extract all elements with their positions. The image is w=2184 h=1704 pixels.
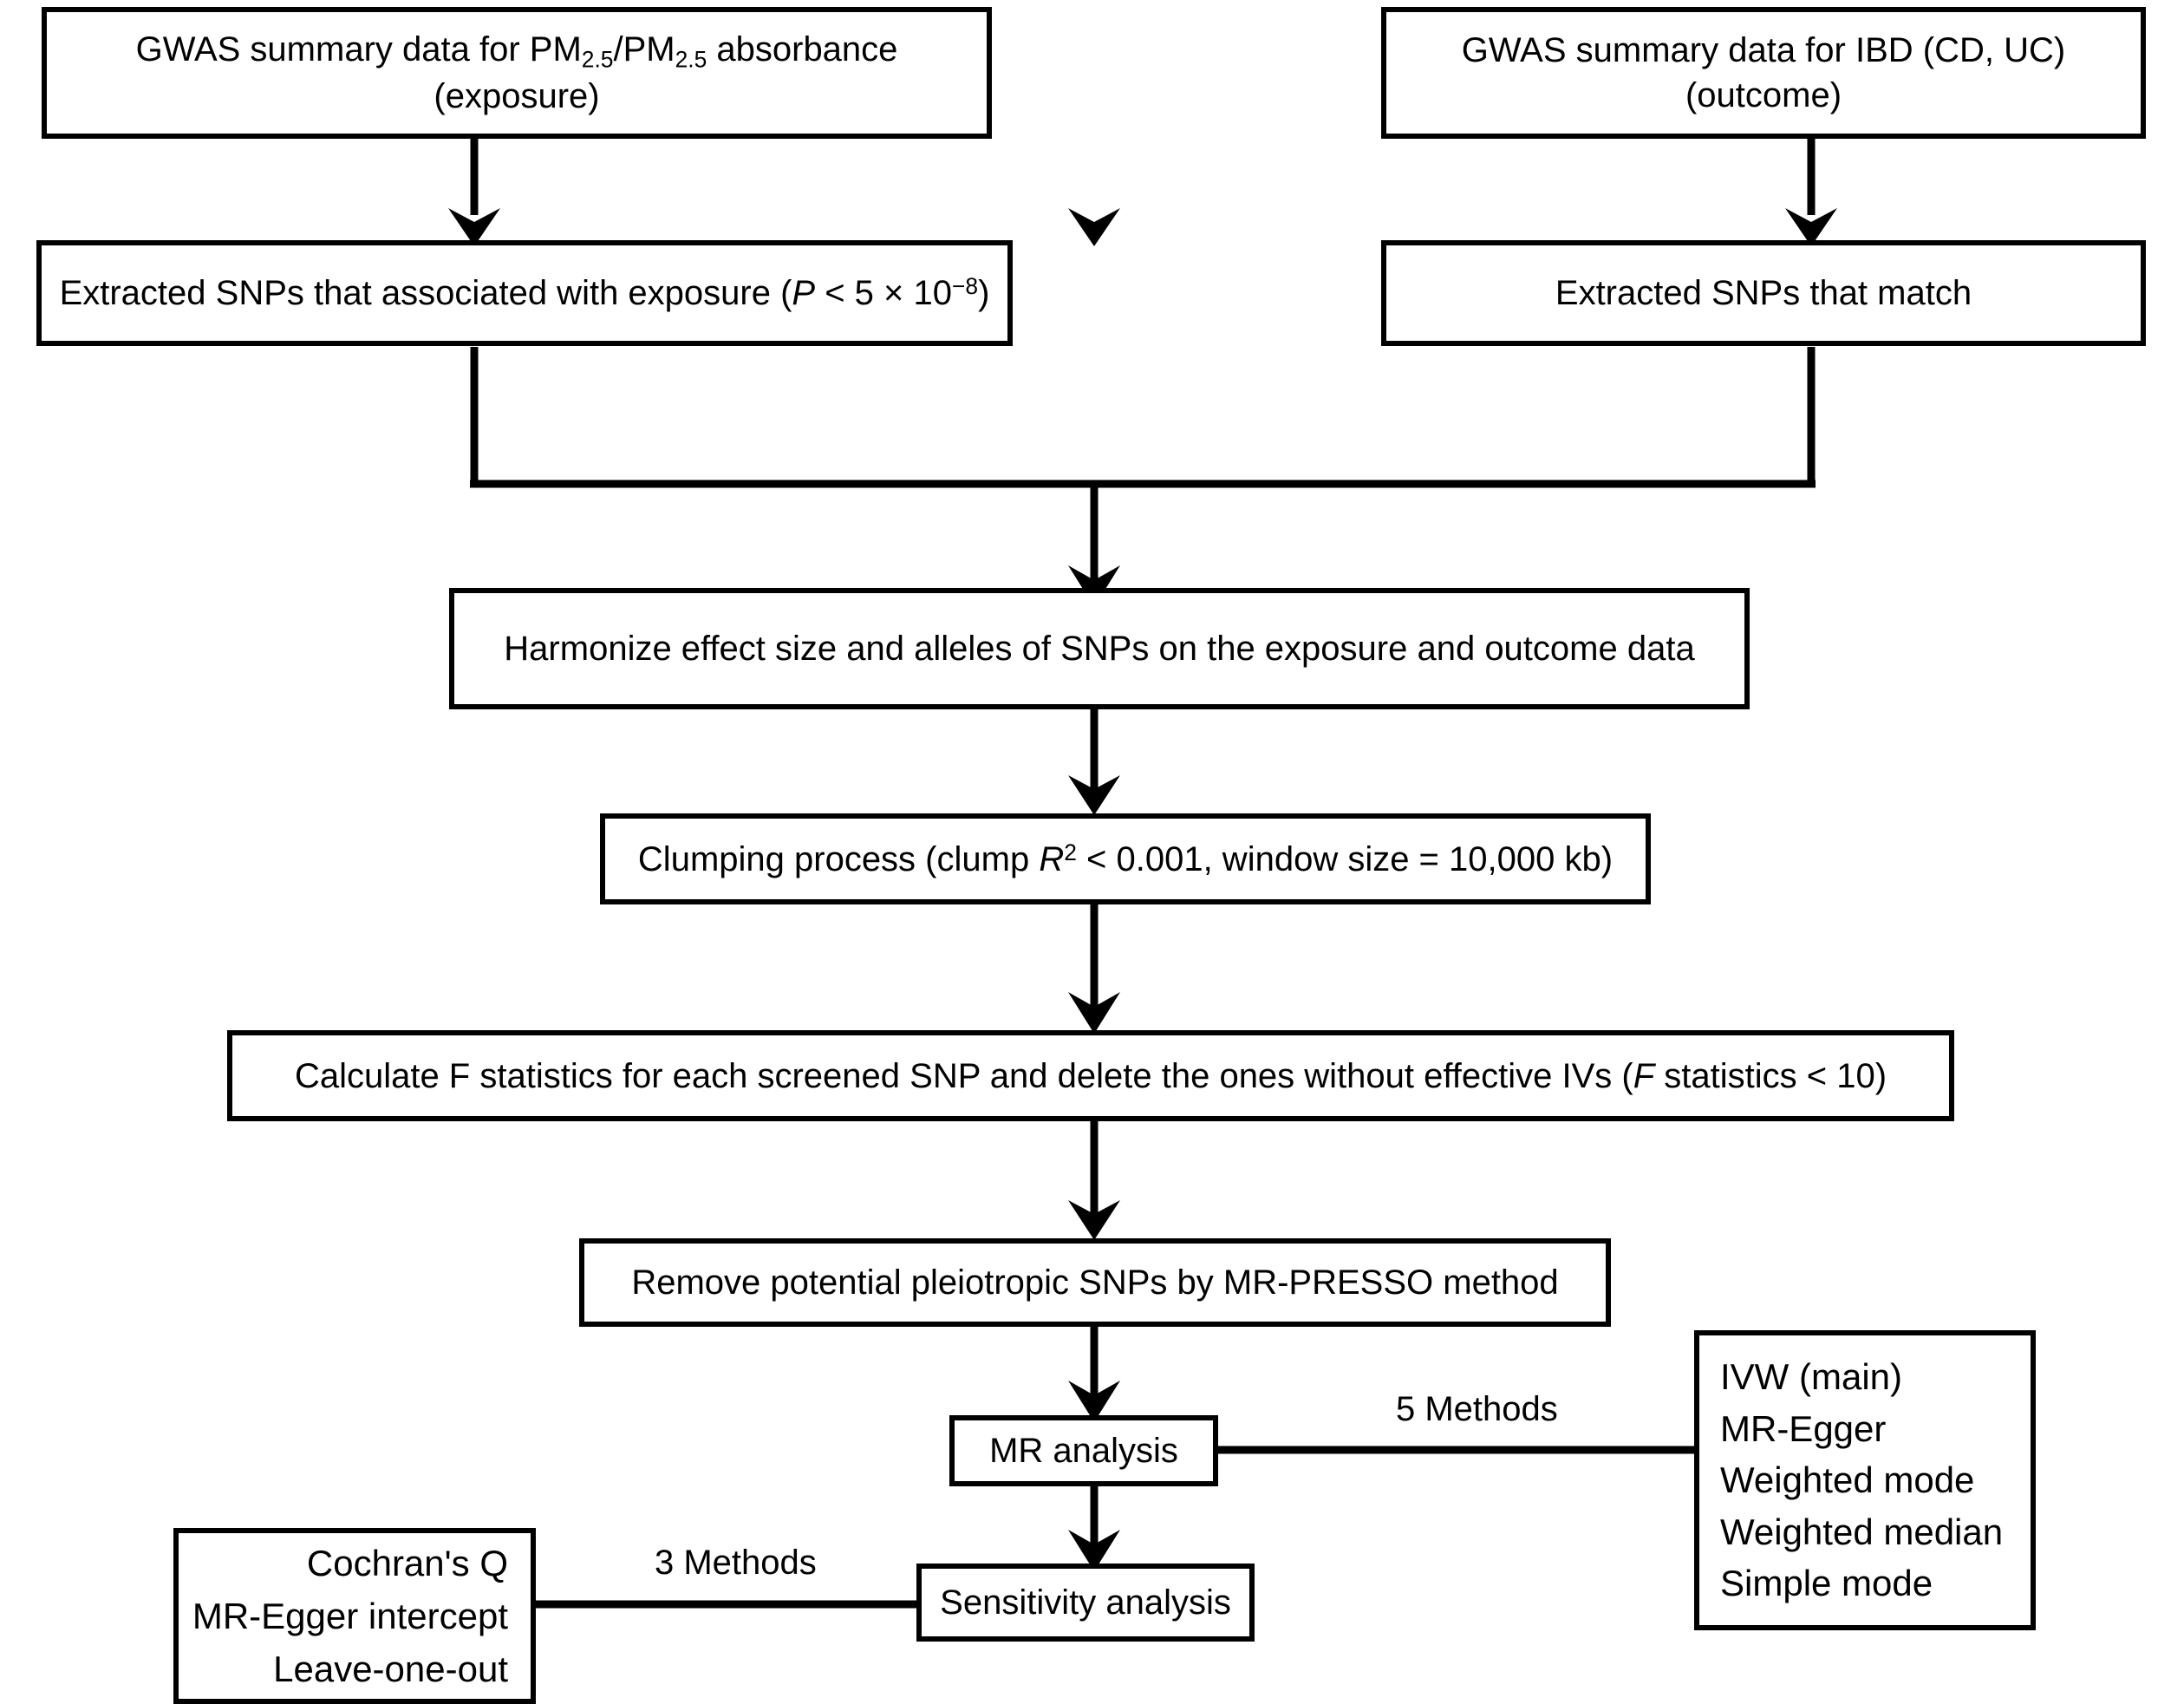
arrowhead-exposure	[1068, 208, 1120, 246]
arrowhead-f-statistics	[1068, 992, 1120, 1034]
edge-label-3-methods: 3 Methods	[646, 1544, 825, 1583]
node-extract-exposure-snps[interactable]: Extracted SNPs that associated with expo…	[36, 240, 1013, 346]
node-mr-presso[interactable]: Remove potential pleiotropic SNPs by MR-…	[579, 1238, 1611, 1327]
edge-label-5-methods: 5 Methods	[1387, 1390, 1567, 1429]
node-outcome-gwas-label: GWAS summary data for IBD (CD, UC)(outco…	[1461, 31, 2066, 114]
node-harmonize[interactable]: Harmonize effect size and alleles of SNP…	[449, 588, 1750, 709]
node-sensitivity-methods-list[interactable]: Cochran's Q MR-Egger intercept Leave-one…	[173, 1528, 536, 1704]
node-f-statistics-label: Calculate F statistics for each screened…	[294, 1056, 1887, 1095]
node-harmonize-label: Harmonize effect size and alleles of SNP…	[504, 630, 1695, 668]
arrowhead-clumping	[1068, 775, 1120, 815]
node-extract-outcome-snps-label: Extracted SNPs that match	[1555, 274, 1972, 312]
arrowhead-presso	[1068, 1200, 1120, 1240]
node-exposure-gwas-label: GWAS summary data for PM2.5/PM2.5 absorb…	[135, 29, 898, 116]
node-clumping[interactable]: Clumping process (clump R2 < 0.001, wind…	[600, 813, 1651, 904]
node-extract-exposure-snps-label: Extracted SNPs that associated with expo…	[59, 272, 990, 312]
node-mr-methods-list-label: IVW (main) MR-Egger Weighted mode Weight…	[1720, 1355, 2004, 1604]
node-mr-methods-list[interactable]: IVW (main) MR-Egger Weighted mode Weight…	[1694, 1330, 2036, 1630]
node-mr-analysis-label: MR analysis	[989, 1432, 1178, 1470]
node-mr-analysis[interactable]: MR analysis	[949, 1415, 1218, 1486]
node-exposure-gwas[interactable]: GWAS summary data for PM2.5/PM2.5 absorb…	[42, 7, 992, 139]
node-outcome-gwas[interactable]: GWAS summary data for IBD (CD, UC)(outco…	[1381, 7, 2146, 139]
node-sensitivity-methods-list-label: Cochran's Q MR-Egger intercept Leave-one…	[192, 1542, 508, 1690]
node-sensitivity-analysis-label: Sensitivity analysis	[940, 1583, 1231, 1622]
node-mr-presso-label: Remove potential pleiotropic SNPs by MR-…	[631, 1263, 1559, 1302]
node-f-statistics[interactable]: Calculate F statistics for each screened…	[227, 1030, 1954, 1121]
node-sensitivity-analysis[interactable]: Sensitivity analysis	[916, 1564, 1255, 1642]
node-clumping-label: Clumping process (clump R2 < 0.001, wind…	[637, 839, 1614, 878]
node-extract-outcome-snps[interactable]: Extracted SNPs that match	[1381, 240, 2146, 346]
